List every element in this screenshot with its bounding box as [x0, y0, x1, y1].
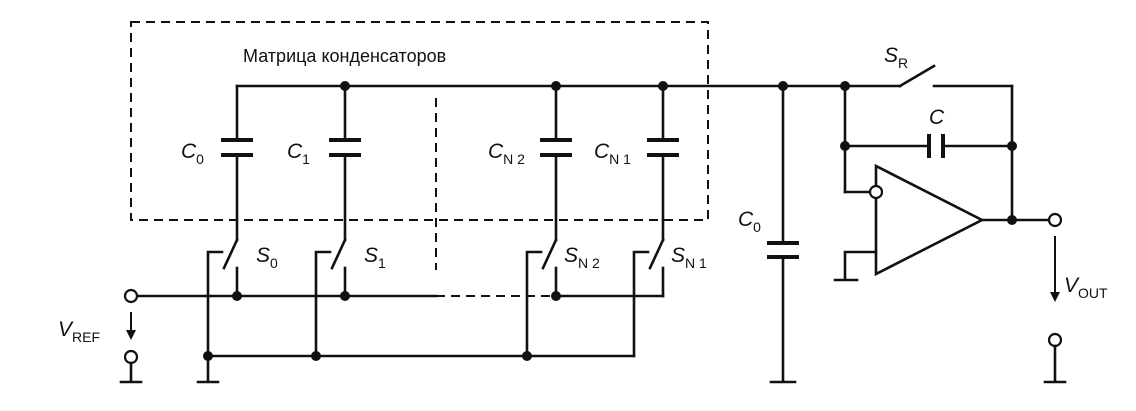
feedback-path	[843, 84, 1014, 222]
shunt-capacitor-c0	[767, 84, 799, 384]
cap-branch-c1	[329, 84, 361, 242]
cap-branch-cn1	[647, 84, 679, 242]
cap-label-cn2: CN 2	[488, 140, 525, 167]
vref-ground	[119, 361, 143, 384]
switch-sn1	[632, 238, 665, 358]
junction-dot	[1007, 215, 1017, 225]
vout-terminal-bottom	[1047, 332, 1063, 348]
junction-dot	[658, 81, 668, 91]
cap-branch-c0	[221, 84, 253, 242]
junction-dot	[340, 291, 350, 301]
vref-terminal-top	[123, 288, 139, 304]
sr-switch	[898, 64, 1014, 88]
junction-dot	[1007, 141, 1017, 151]
junction-dot	[840, 141, 850, 151]
feedback-cap-label: C	[929, 106, 945, 129]
junction-dot	[311, 351, 321, 361]
opamp-inverting-bubble	[868, 184, 884, 200]
switch-label-s0: S0	[256, 244, 278, 271]
opamp-noninverting-ground	[833, 250, 878, 282]
sr-label: SR	[884, 44, 908, 71]
capacitor-array-box	[130, 21, 709, 221]
cap-label-cn1: CN 1	[594, 140, 631, 167]
switch-label-s1: S1	[364, 244, 386, 271]
vref-terminal-bottom	[123, 349, 139, 365]
capacitor-array-label: Матрица конденсаторов	[243, 46, 446, 66]
vout-label: VOUT	[1064, 274, 1108, 301]
junction-dot	[551, 81, 561, 91]
opamp-triangle	[874, 163, 985, 277]
junction-dot	[551, 291, 561, 301]
vref-label: VREF	[58, 318, 100, 345]
switch-label-sn1: SN 1	[671, 244, 707, 271]
cap-label-c0: C0	[181, 140, 204, 167]
shunt-cap-label: C0	[738, 208, 761, 235]
vout-terminal-top	[1047, 212, 1063, 228]
feedback-cap-plates	[927, 134, 945, 158]
junction-dot	[522, 351, 532, 361]
ground-symbol	[196, 354, 220, 384]
vref-arrow-head	[126, 330, 136, 340]
switch-s0	[206, 238, 239, 358]
switch-sn2	[525, 238, 558, 358]
junction-dot	[340, 81, 350, 91]
switch-label-sn2: SN 2	[564, 244, 600, 271]
cap-branch-cn2	[540, 84, 572, 242]
vout-ground	[1043, 344, 1067, 384]
junction-dot	[232, 291, 242, 301]
vout-arrow-head	[1050, 292, 1060, 302]
cap-label-c1: C1	[287, 140, 310, 167]
